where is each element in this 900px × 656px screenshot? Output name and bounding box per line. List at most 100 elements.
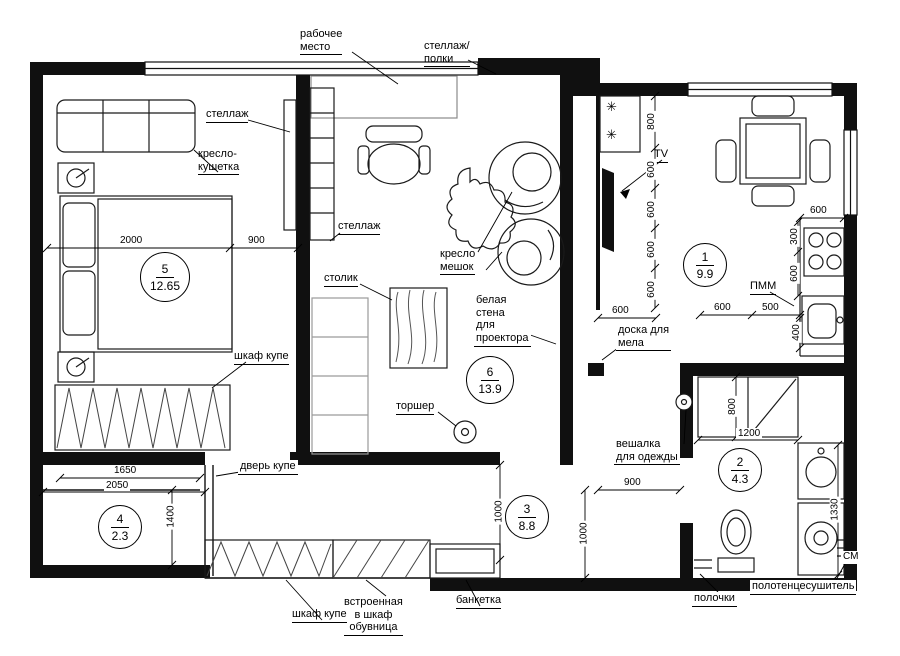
bean-bag bbox=[497, 218, 565, 286]
couch-daybed bbox=[56, 99, 196, 153]
label-projector-wall: белая стена для проектора bbox=[474, 294, 531, 347]
wardrobe bbox=[54, 384, 231, 451]
dim-900: 900 bbox=[246, 235, 267, 246]
label-shoe-cabinet: встроенная в шкаф обувница bbox=[344, 596, 403, 636]
dim-2000: 2000 bbox=[118, 235, 145, 246]
room-area: 13.9 bbox=[478, 381, 502, 396]
living-furniture bbox=[309, 75, 565, 455]
dim-kit-600-3: 600 bbox=[645, 239, 657, 260]
dim-600-w: 600 bbox=[712, 302, 733, 313]
label-shelving-top: стеллаж/ полки bbox=[424, 40, 470, 68]
room-number: 5 bbox=[155, 262, 175, 278]
dim-kit-600-2: 600 bbox=[645, 199, 657, 220]
label-couch: кресло- кушетка bbox=[198, 148, 240, 176]
chair bbox=[751, 95, 795, 117]
vent-shaft bbox=[599, 95, 641, 153]
room-badge-2: 2 4.3 bbox=[718, 448, 762, 492]
shoe-cabinet bbox=[332, 539, 431, 579]
dim-600-c: 600 bbox=[788, 263, 800, 284]
hall-furniture bbox=[204, 539, 501, 579]
label-small-table: столик bbox=[324, 272, 358, 287]
room-area: 2.3 bbox=[111, 528, 129, 543]
shelving-unit bbox=[309, 87, 335, 241]
label-dishwasher: ПММ bbox=[750, 280, 777, 295]
label-wardrobe-hall: шкаф купе bbox=[292, 608, 347, 623]
dim-2050: 2050 bbox=[104, 480, 131, 491]
room-badge-6: 6 13.9 bbox=[466, 356, 514, 404]
room-number: 6 bbox=[480, 365, 500, 381]
label-chalkboard: доска для мела bbox=[616, 324, 672, 352]
room-area: 8.8 bbox=[518, 518, 536, 533]
room-number: 4 bbox=[110, 512, 130, 528]
label-tv: TV bbox=[654, 148, 669, 163]
dim-1000-b: 1000 bbox=[578, 520, 590, 547]
dim-1330: 1330 bbox=[829, 496, 841, 523]
toilet-tank bbox=[717, 557, 755, 573]
shelving-strip bbox=[283, 99, 297, 231]
pillow bbox=[62, 202, 96, 268]
bath-sink bbox=[797, 442, 845, 500]
bench bbox=[429, 543, 501, 579]
wall-lamp-icon bbox=[57, 162, 95, 194]
label-wardrobe-room5: шкаф купе bbox=[234, 350, 289, 365]
label-hanger: вешалка для одежды bbox=[614, 438, 680, 466]
label-washer: СМ bbox=[841, 551, 861, 564]
floor-lamp bbox=[453, 420, 477, 444]
plant bbox=[446, 167, 516, 250]
wardrobe-hall bbox=[204, 539, 334, 579]
vent-icon: ✳ bbox=[606, 99, 617, 114]
room-badge-4: 4 2.3 bbox=[98, 505, 142, 549]
windows bbox=[144, 61, 858, 216]
desk-chair bbox=[365, 125, 423, 143]
arrowhead-icon bbox=[620, 189, 630, 199]
label-beanbag: кресло мешок bbox=[440, 248, 476, 276]
dining-table bbox=[739, 117, 807, 185]
label-shelving-mid: стеллаж bbox=[338, 220, 381, 235]
shelves-icon bbox=[694, 559, 712, 569]
bean-bag bbox=[488, 141, 562, 215]
label-shelving-room5: стеллаж bbox=[206, 108, 249, 123]
room-number: 2 bbox=[730, 455, 750, 471]
pillow bbox=[62, 270, 96, 336]
dim-400: 400 bbox=[790, 322, 802, 343]
washing-machine bbox=[797, 502, 845, 576]
walls bbox=[30, 58, 857, 591]
dim-table-600: 600 bbox=[808, 205, 829, 216]
stove bbox=[803, 227, 845, 277]
room-area: 4.3 bbox=[731, 471, 749, 486]
dim-1000-a: 1000 bbox=[493, 498, 505, 525]
label-workplace: рабочее место bbox=[300, 28, 343, 56]
desk bbox=[310, 75, 458, 119]
chair bbox=[751, 185, 795, 207]
bedroom-furniture bbox=[54, 99, 297, 451]
vent-icon: ✳ bbox=[606, 127, 617, 142]
dim-kit-600-1: 600 bbox=[645, 159, 657, 180]
room-number: 1 bbox=[695, 250, 715, 266]
dim-1200: 1200 bbox=[736, 428, 763, 439]
dim-1650: 1650 bbox=[112, 465, 139, 476]
room-badge-1: 1 9.9 bbox=[683, 243, 727, 287]
tv-panel bbox=[602, 168, 614, 252]
dim-900-hall: 900 bbox=[622, 477, 643, 488]
small-table bbox=[389, 287, 448, 369]
toilet bbox=[720, 509, 752, 555]
label-towel-dryer: полотенцесушитель bbox=[750, 580, 857, 595]
dim-300: 300 bbox=[788, 226, 800, 247]
cube-shelf bbox=[311, 297, 369, 455]
label-sliding-door: дверь купе bbox=[238, 460, 298, 475]
room-area: 12.65 bbox=[149, 278, 181, 293]
dim-bath-800: 800 bbox=[726, 396, 738, 417]
room-number: 3 bbox=[517, 502, 537, 518]
dim-1400: 1400 bbox=[165, 503, 177, 530]
chair bbox=[715, 139, 737, 183]
dim-kit-800: 800 bbox=[645, 111, 657, 132]
room-badge-5: 5 12.65 bbox=[140, 252, 190, 302]
room-badge-3: 3 8.8 bbox=[505, 495, 549, 539]
dim-kit-600-4: 600 bbox=[645, 279, 657, 300]
kitchen-sink bbox=[801, 295, 845, 345]
label-shelves: полочки bbox=[692, 592, 737, 607]
dim-500: 500 bbox=[760, 302, 781, 313]
kitchen-fixtures bbox=[599, 95, 845, 357]
